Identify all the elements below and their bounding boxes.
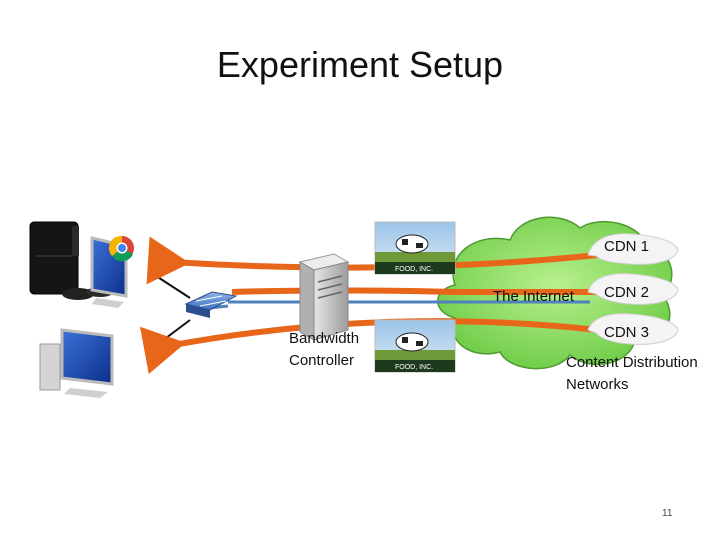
- bandwidth-controller-line2: Controller: [289, 352, 355, 369]
- svg-text:FOOD, INC.: FOOD, INC.: [395, 364, 433, 371]
- bandwidth-controller-label: Bandwidth Controller: [289, 328, 359, 372]
- cdn-bubble-2: [587, 273, 679, 305]
- cdn-description-label: Content Distribution Networks: [566, 352, 698, 396]
- internet-label: The Internet: [493, 288, 574, 305]
- cdn-bubble-3: [587, 313, 679, 345]
- page-number: 11: [662, 508, 673, 519]
- cdn3-label: CDN 3: [604, 324, 650, 341]
- network-switch-icon: [184, 291, 238, 318]
- cdn-description-line1: Content Distribution: [566, 354, 698, 371]
- game-console-icon: [29, 221, 114, 300]
- food-inc-logo-upper: FOOD, INC.: [374, 221, 456, 275]
- svg-text:FOOD, INC.: FOOD, INC.: [395, 266, 433, 273]
- cdn1-label: CDN 1: [604, 238, 650, 255]
- cdn-description-line2: Networks: [566, 376, 629, 393]
- food-inc-logo-lower: FOOD, INC.: [374, 319, 456, 373]
- thin-arrows: [149, 271, 191, 351]
- server-icon: [298, 253, 350, 341]
- bandwidth-controller-line1: Bandwidth: [289, 330, 360, 347]
- cdn-bubble-1: [587, 233, 679, 265]
- monitor-lower-icon: [39, 328, 114, 398]
- thin-arrow-upper: [149, 271, 191, 299]
- slide-title: Experiment Setup: [216, 44, 504, 85]
- cdn2-label: CDN 2: [604, 284, 650, 301]
- chrome-icon: [108, 235, 134, 262]
